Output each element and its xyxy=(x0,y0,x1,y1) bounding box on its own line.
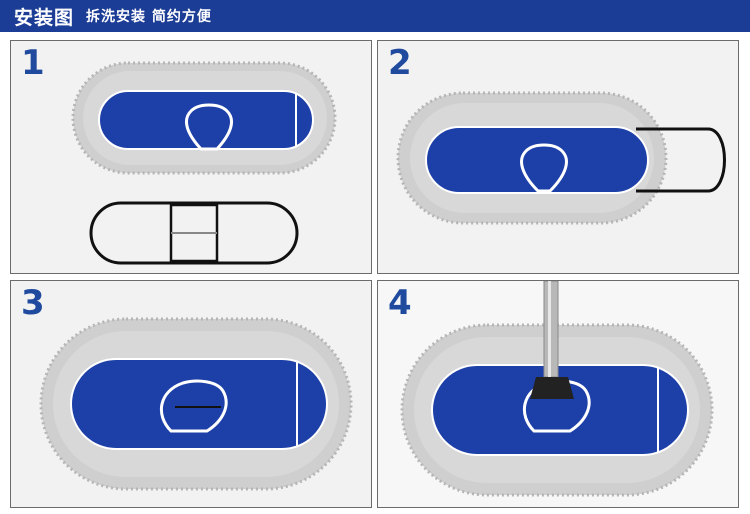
mop-handle-opening xyxy=(160,379,228,433)
step-panel-1: 1 xyxy=(10,40,372,274)
step-panel-3: 3 xyxy=(10,280,372,508)
step-3-illustration xyxy=(39,317,353,491)
step-number-3: 3 xyxy=(21,283,45,323)
handle-connector xyxy=(530,377,574,399)
step-4-illustration xyxy=(400,281,714,497)
step-panel-2: 2 xyxy=(377,40,739,274)
handle-highlight xyxy=(548,281,551,377)
mop-handle xyxy=(530,281,574,399)
mop-frame xyxy=(89,201,299,265)
mop-blue-pad xyxy=(98,90,314,150)
frame-outline xyxy=(89,201,299,265)
step-number-4: 4 xyxy=(388,283,412,323)
page-title: 安装图 xyxy=(14,6,75,29)
mop-handle-opening xyxy=(520,143,568,193)
step-1-illustration xyxy=(71,61,337,265)
step-number-2: 2 xyxy=(388,43,412,83)
mop-pad xyxy=(39,317,353,491)
mop-blue-pad xyxy=(431,364,689,456)
step-panel-4: 4 xyxy=(377,280,739,508)
mop-pad xyxy=(71,61,337,175)
mop-pad xyxy=(396,91,668,225)
step-2-illustration xyxy=(396,91,726,225)
frame-sliding-in xyxy=(636,127,726,193)
mop-blue-pad xyxy=(70,358,328,450)
mop-blue-pad xyxy=(425,126,649,194)
mop-handle-opening xyxy=(185,103,233,151)
step-number-1: 1 xyxy=(21,43,45,83)
header-banner: 安装图 拆洗安装 简约方便 xyxy=(0,0,750,32)
page-subtitle: 拆洗安装 简约方便 xyxy=(86,9,212,25)
